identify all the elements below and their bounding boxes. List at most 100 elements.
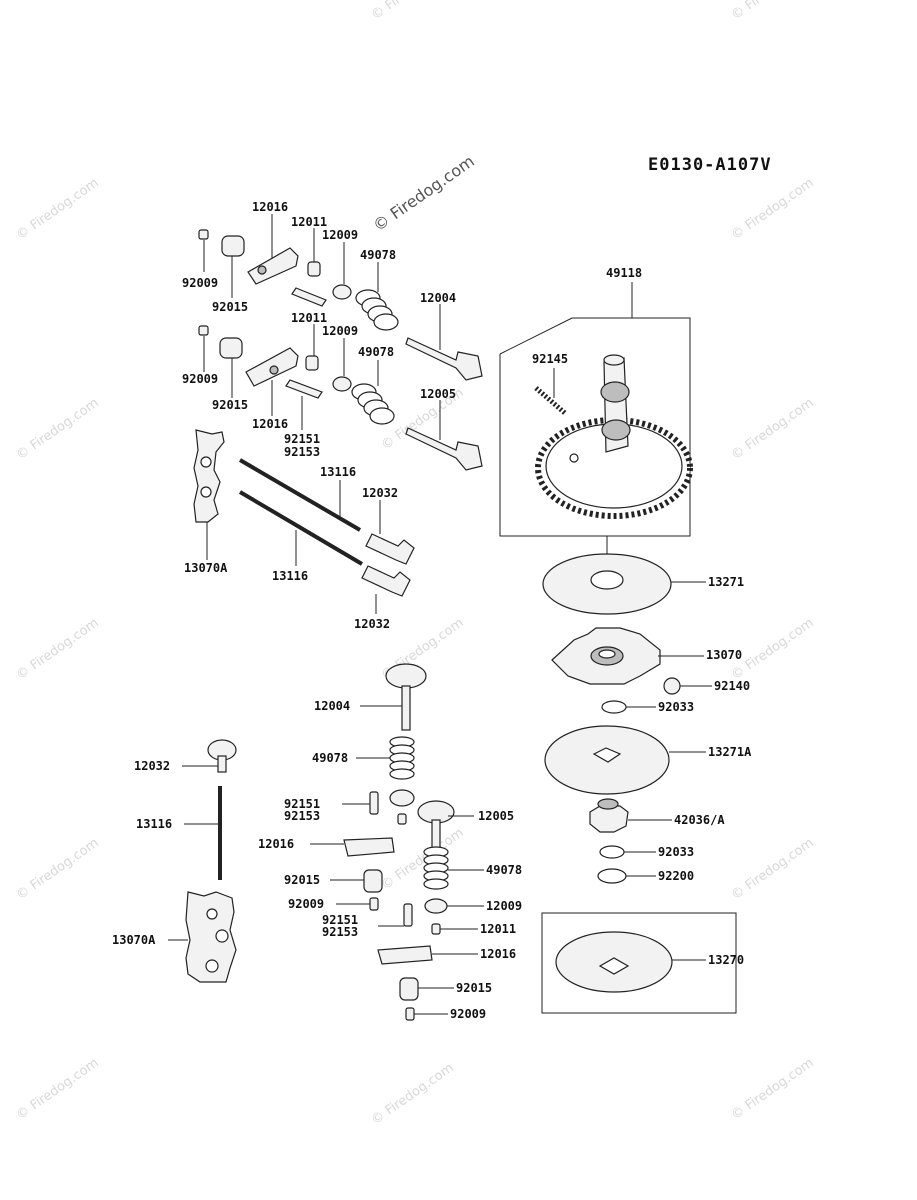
callout: 92015 bbox=[456, 981, 492, 995]
pivot-12011 bbox=[305, 355, 319, 371]
callout: 12009 bbox=[486, 899, 522, 913]
callout: 92153 bbox=[284, 809, 320, 823]
callout: 92009 bbox=[182, 276, 218, 290]
ball-92140 bbox=[663, 677, 681, 695]
seal-12009 bbox=[332, 284, 352, 300]
valve-12005 bbox=[405, 427, 483, 471]
callout: 12009 bbox=[322, 324, 358, 338]
ring-92033 bbox=[601, 700, 627, 714]
callout: 92200 bbox=[658, 869, 694, 883]
callout: 13070A bbox=[184, 561, 228, 575]
stud-92151 bbox=[403, 903, 413, 927]
callout: 12032 bbox=[354, 617, 390, 631]
lifter-12032 bbox=[365, 533, 415, 565]
callout: 92151 bbox=[284, 432, 320, 446]
callout: 49078 bbox=[486, 863, 522, 877]
spring-92145 bbox=[534, 386, 568, 416]
guide-plate-13070A bbox=[193, 429, 225, 523]
pushrod-13116 bbox=[238, 458, 362, 532]
callout: 12004 bbox=[314, 699, 350, 713]
watermark: © Firedog.com bbox=[14, 396, 102, 464]
watermark: © Firedog.com bbox=[729, 836, 817, 904]
stud-92151 bbox=[369, 791, 379, 815]
callout: 49118 bbox=[606, 266, 642, 280]
callout: 12011 bbox=[291, 215, 327, 229]
callout: 13070A bbox=[112, 933, 156, 947]
callout: 92151 bbox=[284, 797, 320, 811]
callout: 12005 bbox=[420, 387, 456, 401]
rocker-arm-12016 bbox=[377, 945, 433, 965]
watermark: © Firedog.com bbox=[379, 826, 467, 894]
callout: 92015 bbox=[212, 300, 248, 314]
callout: 13270 bbox=[708, 953, 744, 967]
spring-49078 bbox=[389, 736, 415, 780]
valve-12004 bbox=[385, 663, 427, 689]
camshaft-assembly bbox=[499, 282, 693, 578]
lower-left-group bbox=[168, 739, 237, 983]
stud bbox=[291, 287, 327, 307]
spring-49078 bbox=[423, 846, 449, 890]
callout: 92015 bbox=[284, 873, 320, 887]
callout: 12016 bbox=[252, 200, 288, 214]
pushrod-13116 bbox=[238, 490, 364, 566]
pivot-12011 bbox=[397, 813, 407, 825]
callout: 49078 bbox=[360, 248, 396, 262]
callout: 12005 bbox=[478, 809, 514, 823]
callout: 12009 bbox=[322, 228, 358, 242]
callout: 92145 bbox=[532, 352, 568, 366]
spring-49078 bbox=[355, 289, 399, 331]
watermark: © Firedog.com bbox=[14, 1056, 102, 1124]
callout: 13116 bbox=[136, 817, 172, 831]
seal-12009 bbox=[424, 898, 448, 914]
callout: 12011 bbox=[480, 922, 516, 936]
governor-stack bbox=[541, 553, 737, 1014]
pivot-12011 bbox=[431, 923, 441, 935]
valve-12004 bbox=[405, 337, 483, 381]
callout: 13116 bbox=[272, 569, 308, 583]
adjuster-92015 bbox=[219, 337, 243, 359]
rocker-arm-12016 bbox=[247, 247, 299, 285]
callout: 12011 bbox=[291, 311, 327, 325]
rocker-arm-12016 bbox=[343, 837, 395, 857]
callout: 92009 bbox=[182, 372, 218, 386]
callout: 92151 bbox=[322, 913, 358, 927]
callout: 92015 bbox=[212, 398, 248, 412]
watermark: © Firedog.com bbox=[729, 0, 817, 23]
box-13270 bbox=[541, 912, 737, 1014]
seal-12009 bbox=[389, 789, 415, 807]
nut-92009 bbox=[369, 897, 379, 911]
callout: 92140 bbox=[714, 679, 750, 693]
stud bbox=[285, 379, 323, 399]
lifter-stem bbox=[217, 755, 227, 773]
callout: 49078 bbox=[312, 751, 348, 765]
diagram-code: E0130-A107V bbox=[648, 155, 772, 175]
callout: 13271 bbox=[708, 575, 744, 589]
valve-stem bbox=[401, 685, 411, 731]
watermark: © Firedog.com bbox=[14, 176, 102, 244]
callout: 12004 bbox=[420, 291, 456, 305]
guide-plate-13070A bbox=[185, 891, 237, 983]
callout: 13070 bbox=[706, 648, 742, 662]
watermark: © Firedog.com bbox=[14, 616, 102, 684]
sleeve-42036A bbox=[589, 805, 629, 833]
nut-92009 bbox=[198, 229, 209, 240]
watermark: © Firedog.com bbox=[729, 396, 817, 464]
adjuster-92015 bbox=[221, 235, 245, 257]
ring-92033 bbox=[599, 845, 625, 859]
callout: 12032 bbox=[134, 759, 170, 773]
pushrod-group bbox=[193, 429, 415, 614]
callout: 92009 bbox=[450, 1007, 486, 1021]
callout: 13116 bbox=[320, 465, 356, 479]
upper-valve-group-1 bbox=[198, 214, 483, 381]
pivot-12011 bbox=[307, 261, 321, 277]
callout: 92033 bbox=[658, 700, 694, 714]
watermark: © Firedog.com bbox=[369, 1061, 457, 1129]
upper-valve-group-2 bbox=[198, 324, 483, 471]
callout: 12032 bbox=[362, 486, 398, 500]
callout: 49078 bbox=[358, 345, 394, 359]
watermark: © Firedog.com bbox=[369, 0, 457, 23]
callout: 92153 bbox=[322, 925, 358, 939]
watermark: © Firedog.com bbox=[14, 836, 102, 904]
washer-92200 bbox=[597, 868, 627, 884]
